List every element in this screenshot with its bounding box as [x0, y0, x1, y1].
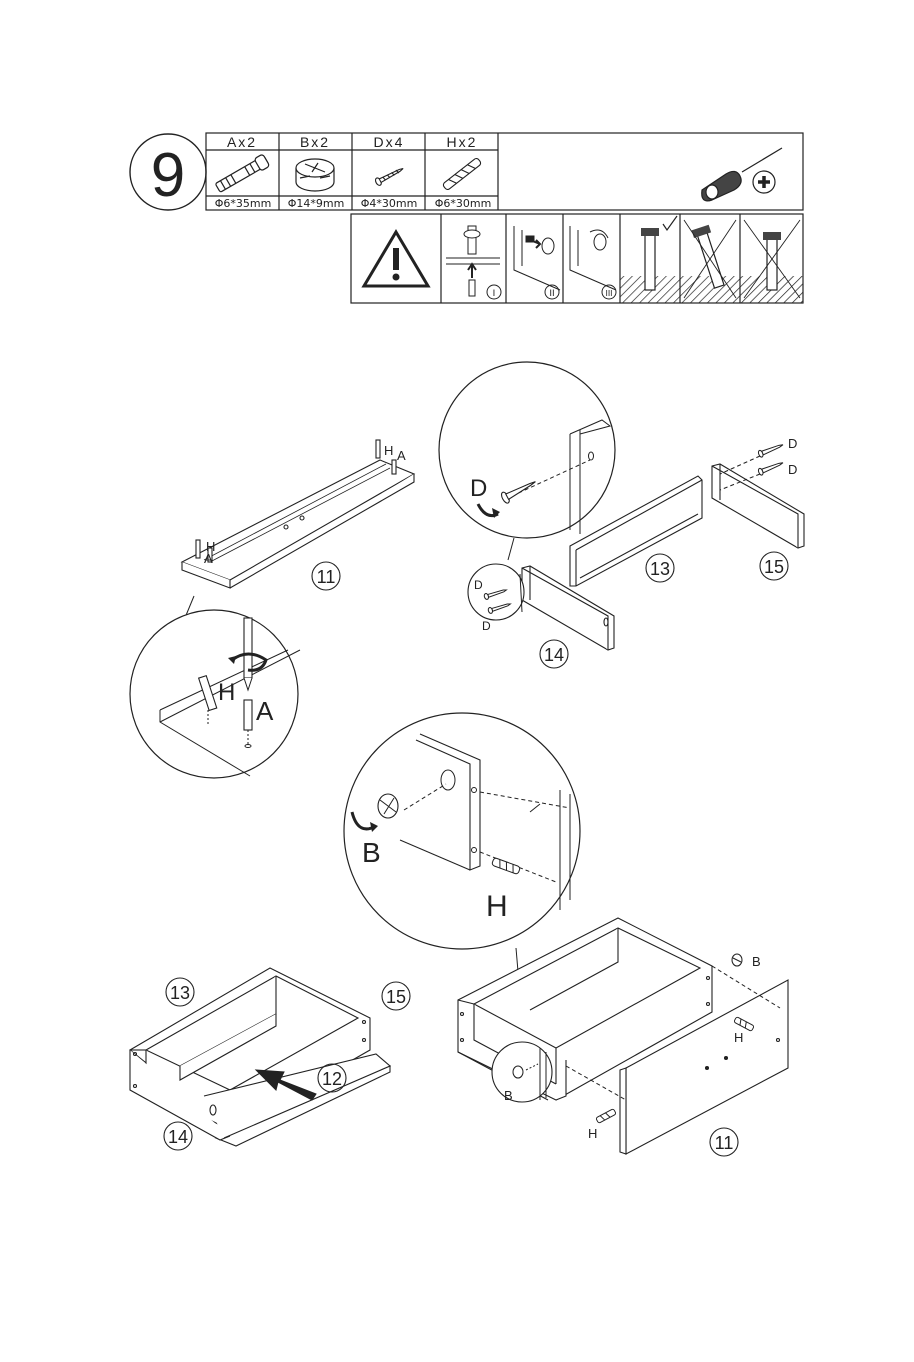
callout-a-1: A [204, 551, 213, 566]
part-d-cell: Dx4 Φ4*30mm [361, 134, 418, 210]
cam-b-right [732, 954, 742, 966]
wrong-example-1 [680, 220, 740, 303]
wood-dowel-icon [442, 157, 482, 190]
part-b-cell: Bx2 Φ14*9mm [288, 134, 345, 210]
zoom-circle-d [439, 362, 615, 538]
callout-b-1: B [752, 954, 761, 969]
zoom-small-d [468, 564, 524, 620]
callout-d-4: D [482, 619, 491, 633]
part-h-label: Hx2 [447, 134, 478, 150]
callout-a-zoom: A [256, 696, 274, 726]
warning-step-3: III [570, 226, 616, 299]
part-b-size: Φ14*9mm [288, 197, 345, 210]
callout-d-1: D [788, 436, 797, 451]
callout-h-3: H [734, 1030, 743, 1045]
step-badge: 9 [130, 134, 206, 210]
callout-h-2: H [384, 443, 393, 458]
zoom-leader-2 [508, 538, 514, 560]
callout-b-zoom: B [362, 837, 381, 868]
callout-d-2: D [788, 462, 797, 477]
wrong-example-2 [740, 220, 803, 303]
part-d-label: Dx4 [374, 134, 405, 150]
panel-11-top [182, 440, 414, 588]
callout-h-4: H [588, 1126, 597, 1141]
callout-a-2: A [397, 448, 406, 463]
panel-14 [522, 566, 614, 650]
callout-d-3: D [474, 578, 483, 592]
warning-step-1: I [446, 226, 501, 299]
panel-label-14-a: 14 [540, 640, 568, 668]
panel-label-15-a: 15 [760, 552, 788, 580]
part-a-cell: Ax2 Φ6*35mm [214, 134, 271, 210]
callout-h-zoom: H [218, 679, 235, 706]
callout-h-zoom-2: H [486, 890, 508, 923]
panel-label-14-b: 14 [164, 1122, 192, 1150]
svg-text:11: 11 [317, 567, 336, 587]
panel-label-13-b: 13 [166, 978, 194, 1006]
part-a-size: Φ6*35mm [215, 197, 272, 210]
part-h-cell: Hx2 Φ6*30mm [435, 134, 492, 210]
panel-label-15-b: 15 [382, 982, 410, 1010]
svg-text:14: 14 [168, 1127, 188, 1147]
panel-label-11-a: 11 [312, 562, 340, 590]
dowel-icon [214, 154, 269, 194]
cam-lock-icon [296, 159, 334, 191]
panel-label-11-b: 11 [710, 1128, 738, 1156]
svg-text:11: 11 [715, 1133, 734, 1153]
screw-d-right-1 [758, 442, 785, 458]
screw-icon [374, 165, 405, 186]
step-1-label: I [493, 289, 496, 299]
part-d-size: Φ4*30mm [361, 197, 418, 210]
warning-step-2: II [514, 226, 560, 299]
part-b-label: Bx2 [300, 134, 330, 150]
svg-text:13: 13 [650, 559, 670, 579]
panel-label-12: 12 [318, 1064, 346, 1092]
svg-text:15: 15 [764, 557, 784, 577]
correct-example [620, 216, 680, 303]
warning-icon [364, 232, 428, 286]
dowel-h-bottom [596, 1109, 616, 1124]
zoom-small-b [492, 1042, 552, 1102]
callout-b-2: B [504, 1088, 513, 1103]
screw-d-right-2 [758, 460, 785, 476]
svg-text:14: 14 [544, 645, 564, 665]
correct-check-icon [663, 216, 677, 230]
phillips-icon [753, 171, 775, 193]
step-3-label: III [605, 289, 612, 298]
step-number: 9 [151, 141, 185, 210]
svg-text:13: 13 [170, 983, 190, 1003]
step-2-label: II [549, 289, 554, 299]
part-h-size: Φ6*30mm [435, 197, 492, 210]
zoom-circle-bh [344, 713, 580, 949]
svg-text:15: 15 [386, 987, 406, 1007]
callout-d-zoom: D [470, 475, 487, 502]
svg-text:12: 12 [322, 1069, 342, 1089]
panel-label-13: 13 [646, 554, 674, 582]
part-a-label: Ax2 [227, 134, 257, 150]
zoom-circle-ha [130, 610, 300, 778]
